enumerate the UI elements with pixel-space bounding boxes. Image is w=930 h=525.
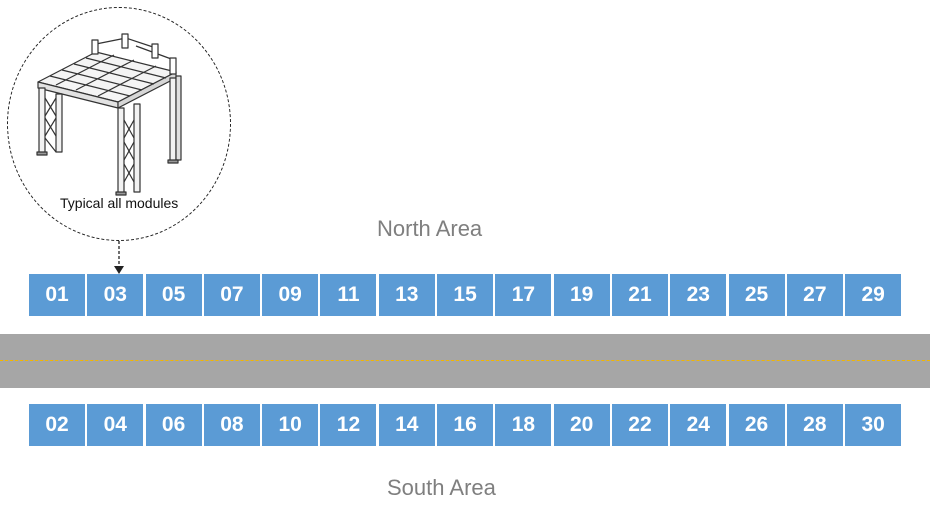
callout-caption: Typical all modules xyxy=(60,195,179,211)
module-13: 13 xyxy=(378,274,435,316)
module-06: 06 xyxy=(145,404,202,446)
road-center-line xyxy=(0,360,930,361)
module-05: 05 xyxy=(145,274,202,316)
module-26: 26 xyxy=(728,404,785,446)
module-01: 01 xyxy=(29,274,85,316)
module-04: 04 xyxy=(87,404,144,446)
module-27: 27 xyxy=(786,274,843,316)
module-10: 10 xyxy=(262,404,319,446)
module-20: 20 xyxy=(553,404,610,446)
module-29: 29 xyxy=(845,274,902,316)
module-19: 19 xyxy=(553,274,610,316)
module-30: 30 xyxy=(845,404,902,446)
module-07: 07 xyxy=(203,274,260,316)
road xyxy=(0,334,930,388)
module-callout xyxy=(7,7,231,241)
module-25: 25 xyxy=(728,274,785,316)
module-22: 22 xyxy=(611,404,668,446)
callout-leader-arrow xyxy=(114,241,124,274)
module-23: 23 xyxy=(670,274,727,316)
north-area-label: North Area xyxy=(377,216,483,241)
module-18: 18 xyxy=(495,404,552,446)
module-15: 15 xyxy=(437,274,494,316)
module-24: 24 xyxy=(670,404,727,446)
module-14: 14 xyxy=(378,404,435,446)
module-08: 08 xyxy=(203,404,260,446)
module-03: 03 xyxy=(87,274,144,316)
module-17: 17 xyxy=(495,274,552,316)
steel-frame-module-icon xyxy=(36,33,182,196)
module-09: 09 xyxy=(262,274,319,316)
module-12: 12 xyxy=(320,404,377,446)
module-16: 16 xyxy=(437,404,494,446)
south-area-label: South Area xyxy=(387,475,496,500)
module-11: 11 xyxy=(320,274,377,316)
module-28: 28 xyxy=(786,404,843,446)
module-21: 21 xyxy=(611,274,668,316)
module-02: 02 xyxy=(29,404,85,446)
